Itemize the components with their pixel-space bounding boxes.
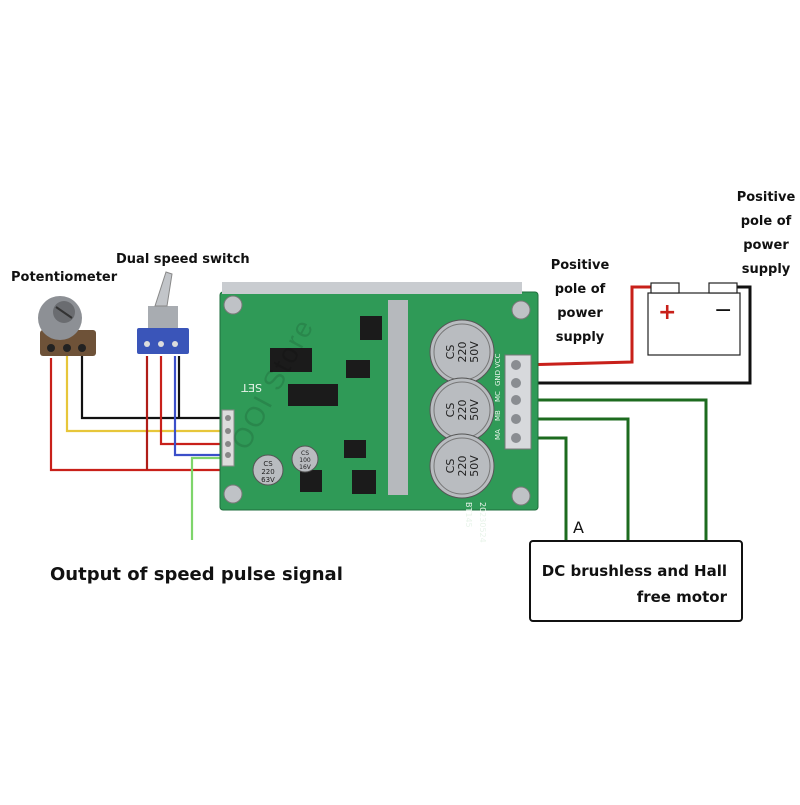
heatsink-top: [222, 282, 522, 294]
wire-pot-black: [80, 355, 232, 420]
right-wires: [519, 285, 752, 540]
pot-pin-1: [47, 344, 55, 352]
ic-chip: [360, 316, 382, 340]
ic-chip: [300, 470, 322, 492]
svg-text:220: 220: [261, 468, 274, 476]
switch-toggle: [154, 271, 173, 307]
capacitor: CS 220 50V: [429, 319, 495, 385]
svg-text:CS: CS: [301, 450, 309, 457]
svg-text:GND: GND: [494, 370, 502, 386]
terminal-labels: VCC GND MC MB MA: [494, 353, 502, 440]
switch-body: [137, 328, 189, 354]
svg-text:63V: 63V: [261, 476, 275, 484]
svg-text:MA: MA: [494, 429, 502, 440]
wire-switch-red: [159, 356, 232, 446]
svg-text:CS: CS: [263, 460, 273, 468]
silk-date-code: 20230524: [478, 502, 487, 543]
pot-pin-2: [63, 344, 71, 352]
potentiometer-slot: [55, 306, 73, 319]
dual-speed-switch-label: Dual speed switch: [116, 252, 250, 267]
wire-gnd-black: [520, 285, 752, 385]
wire-pulse-output: [190, 456, 232, 540]
capacitor: CS 220 50V: [429, 433, 495, 499]
motor-label-line-1: DC brushless and Hall: [541, 562, 727, 580]
wire-mc-green: [520, 398, 708, 540]
ic-chip: [270, 348, 312, 372]
dual-speed-switch: [137, 271, 189, 354]
switch-collar: [148, 306, 178, 328]
svg-text:MB: MB: [494, 410, 502, 421]
ic-chip: [288, 384, 338, 406]
battery-pos-tab: [650, 282, 680, 294]
svg-text:220: 220: [456, 456, 469, 477]
battery: + −: [647, 282, 741, 356]
silk-set-label: SET: [241, 381, 262, 394]
potentiometer-label: Potentiometer: [11, 270, 118, 285]
wire-switch-blue: [173, 356, 232, 457]
motor-label-line-2: free motor: [636, 588, 727, 606]
small-capacitor: CS 100 16V: [291, 445, 319, 473]
left-header: [221, 409, 235, 467]
speed-pulse-output-label: Output of speed pulse signal: [50, 564, 343, 585]
wire-vcc-red: [519, 285, 668, 367]
screw-icon: [223, 295, 243, 315]
svg-text:50V: 50V: [468, 455, 481, 477]
svg-text:CS: CS: [444, 403, 457, 418]
svg-text:50V: 50V: [468, 399, 481, 421]
svg-text:CS: CS: [444, 459, 457, 474]
svg-text:VCC: VCC: [494, 353, 502, 368]
capacitor: CS 220 50V: [429, 377, 495, 443]
small-capacitor: CS 220 63V: [252, 454, 284, 486]
pot-pin-3: [78, 344, 86, 352]
svg-text:100: 100: [299, 457, 311, 464]
potentiometer: [38, 296, 96, 356]
silk-part-code: BT145: [464, 502, 473, 528]
svg-text:50V: 50V: [468, 341, 481, 363]
svg-text:220: 220: [456, 400, 469, 421]
wire-pot-yellow: [65, 355, 232, 433]
svg-text:MC: MC: [494, 391, 502, 402]
controller-board: CS 220 50V CS 220 50V CS 220 50V C: [219, 282, 539, 543]
wire-mb-green: [520, 417, 630, 540]
battery-minus-sign: −: [714, 298, 732, 323]
screw-icon: [223, 484, 243, 504]
screw-icon: [511, 300, 531, 320]
screw-icon: [511, 486, 531, 506]
battery-body: [647, 292, 741, 356]
positive-pole-label-board: Positive pole of power supply: [550, 258, 610, 345]
phase-a-marker: A: [573, 518, 584, 537]
svg-text:CS: CS: [444, 345, 457, 360]
terminal-block: [504, 354, 532, 450]
ic-chip: [352, 470, 376, 494]
svg-text:16V: 16V: [299, 464, 312, 471]
positive-pole-label-battery: Positive pole of power supply: [736, 190, 796, 277]
switch-pin-2: [158, 341, 164, 347]
mosfet-heatsink: [388, 300, 408, 495]
motor-box: DC brushless and Hall free motor: [529, 540, 743, 622]
switch-pin-1: [144, 341, 150, 347]
svg-text:220: 220: [456, 342, 469, 363]
ic-chip: [346, 360, 370, 378]
battery-neg-tab: [708, 282, 738, 294]
left-wires: [49, 355, 232, 540]
wire-pot-red: [49, 358, 225, 472]
ic-chip: [344, 440, 366, 458]
switch-pin-3: [172, 341, 178, 347]
battery-plus-sign: +: [658, 300, 676, 325]
